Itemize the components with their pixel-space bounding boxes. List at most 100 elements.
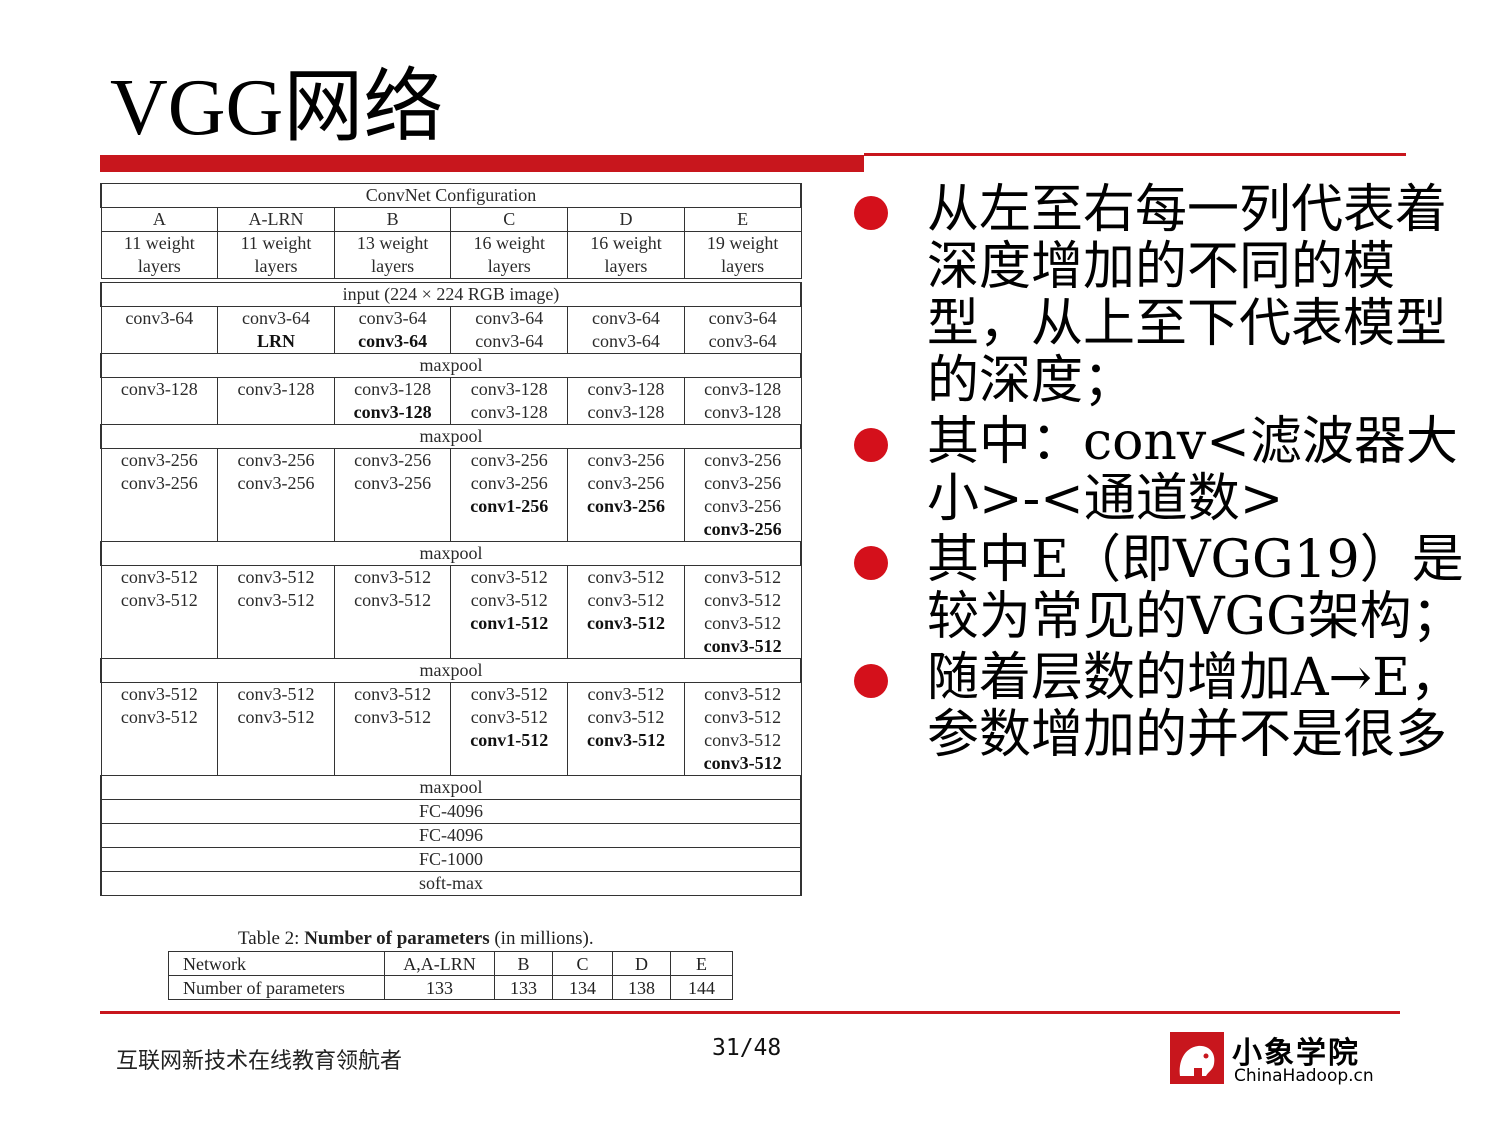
bullet-list: 从左至右每一列代表着深度增加的不同的模型，从上至下代表模型的深度； 其中：con… bbox=[850, 182, 1470, 768]
params-header-cell: E bbox=[670, 951, 733, 976]
layer-text: conv3-512 bbox=[470, 707, 548, 727]
depth-text: 11 weight bbox=[240, 233, 312, 253]
maxpool-row-cell: maxpool bbox=[100, 353, 802, 378]
layer-text: conv3-256 bbox=[586, 496, 665, 516]
input-row-cell: input (224 × 224 RGB image) bbox=[100, 282, 802, 307]
layer-text: conv1-512 bbox=[470, 730, 549, 750]
layer-text: conv3-64 bbox=[358, 308, 427, 328]
tail-row: FC-4096 bbox=[100, 799, 802, 824]
tail-row: maxpool bbox=[100, 775, 802, 800]
title-underline-thin bbox=[864, 153, 1406, 156]
layer-text: conv3-128 bbox=[704, 402, 782, 422]
maxpool-row-cell: maxpool bbox=[100, 424, 802, 449]
layer-text: conv3-512 bbox=[703, 636, 782, 656]
bullet-text: 从左至右每一列代表着深度增加的不同的模型，从上至下代表模型的深度； bbox=[927, 180, 1448, 411]
params-value-cell: 133 bbox=[494, 975, 553, 1000]
tail-row-cell: maxpool bbox=[100, 775, 802, 800]
depth-text: layers bbox=[721, 256, 765, 276]
layer-text: conv3-512 bbox=[120, 590, 198, 610]
layer-cell: conv3-128 conv3-128 bbox=[683, 377, 802, 425]
layer-text: conv3-256 bbox=[587, 450, 665, 470]
layer-text: conv3-512 bbox=[704, 590, 782, 610]
layer-text: conv3-256 bbox=[120, 473, 198, 493]
layer-text: conv3-256 bbox=[587, 473, 665, 493]
tail-row-cell: FC-4096 bbox=[100, 823, 802, 848]
layer-text: conv3-64 bbox=[358, 331, 428, 351]
layer-cell: conv3-128 bbox=[100, 377, 219, 425]
column-header-cell: E bbox=[683, 207, 802, 232]
column-header-cell: B bbox=[333, 207, 452, 232]
layer-text: conv3-512 bbox=[470, 590, 548, 610]
layer-text: conv3-64 bbox=[475, 308, 544, 328]
layer-text: conv3-512 bbox=[237, 684, 315, 704]
bullet-text: 其中E（即VGG19）是较为常见的VGG架构； bbox=[927, 530, 1464, 647]
caption-prefix: Table 2: bbox=[238, 928, 305, 949]
column-header-cell: D bbox=[567, 207, 685, 232]
layer-text: conv3-512 bbox=[704, 730, 782, 750]
footer-slogan: 互联网新技术在线教育领航者 bbox=[116, 1049, 403, 1074]
column-header-cell: A bbox=[100, 207, 219, 232]
depth-cell: 16 weight layers bbox=[567, 231, 685, 279]
layer-text: conv3-128 bbox=[353, 402, 432, 422]
params-value-cell: Number of parameters bbox=[168, 975, 385, 1000]
caption-bold: Number of parameters bbox=[304, 928, 490, 949]
layer-text: conv3-128 bbox=[704, 379, 782, 399]
depth-text: 16 weight bbox=[473, 233, 546, 253]
layer-text: conv3-256 bbox=[704, 450, 782, 470]
depth-text: layers bbox=[604, 256, 648, 276]
layer-text: conv3-512 bbox=[354, 684, 432, 704]
layer-text: conv3-64 bbox=[125, 308, 194, 328]
layer-text: conv3-256 bbox=[237, 473, 315, 493]
column-header-cell: C bbox=[450, 207, 569, 232]
params-table: Network A,A-LRN B C D E Number of parame… bbox=[168, 951, 733, 1000]
bullet-item: 其中E（即VGG19）是较为常见的VGG架构； bbox=[850, 532, 1470, 646]
layer-text: conv3-512 bbox=[704, 684, 782, 704]
tail-row-cell: soft-max bbox=[100, 871, 802, 896]
depth-text: 16 weight bbox=[590, 233, 662, 253]
tail-row-cell: FC-4096 bbox=[100, 799, 802, 824]
layer-text: conv3-128 bbox=[470, 402, 548, 422]
depth-text: layers bbox=[137, 256, 181, 276]
layer-text: conv3-512 bbox=[120, 707, 198, 727]
layer-text: conv3-512 bbox=[587, 707, 665, 727]
layer-cell: conv3-256 conv3-256 conv3-256 bbox=[567, 448, 685, 542]
layer-text: conv3-128 bbox=[587, 402, 665, 422]
maxpool-row: maxpool bbox=[100, 541, 802, 566]
layer-text: conv3-512 bbox=[120, 567, 198, 587]
bullet-text: 随着层数的增加A→E，参数增加的并不是很多 bbox=[927, 648, 1463, 765]
params-value-cell: 138 bbox=[612, 975, 671, 1000]
layer-text: conv3-128 bbox=[587, 379, 665, 399]
maxpool-row: maxpool bbox=[100, 424, 802, 449]
layer-text: conv3-256 bbox=[354, 473, 432, 493]
maxpool-row: maxpool bbox=[100, 353, 802, 378]
layer-text: conv3-512 bbox=[704, 707, 782, 727]
maxpool-row: maxpool bbox=[100, 658, 802, 683]
footer-divider bbox=[100, 1011, 1400, 1014]
layer-text: conv3-256 bbox=[120, 450, 198, 470]
layer-text: conv3-512 bbox=[237, 567, 315, 587]
layer-cell: conv3-128 conv3-128 bbox=[567, 377, 685, 425]
params-value-cell: 134 bbox=[552, 975, 613, 1000]
layer-text: conv3-512 bbox=[470, 567, 548, 587]
layer-text: conv3-512 bbox=[354, 567, 432, 587]
layer-text: conv3-512 bbox=[703, 753, 782, 773]
layer-text: conv3-64 bbox=[475, 331, 544, 351]
depth-text: layers bbox=[371, 256, 415, 276]
